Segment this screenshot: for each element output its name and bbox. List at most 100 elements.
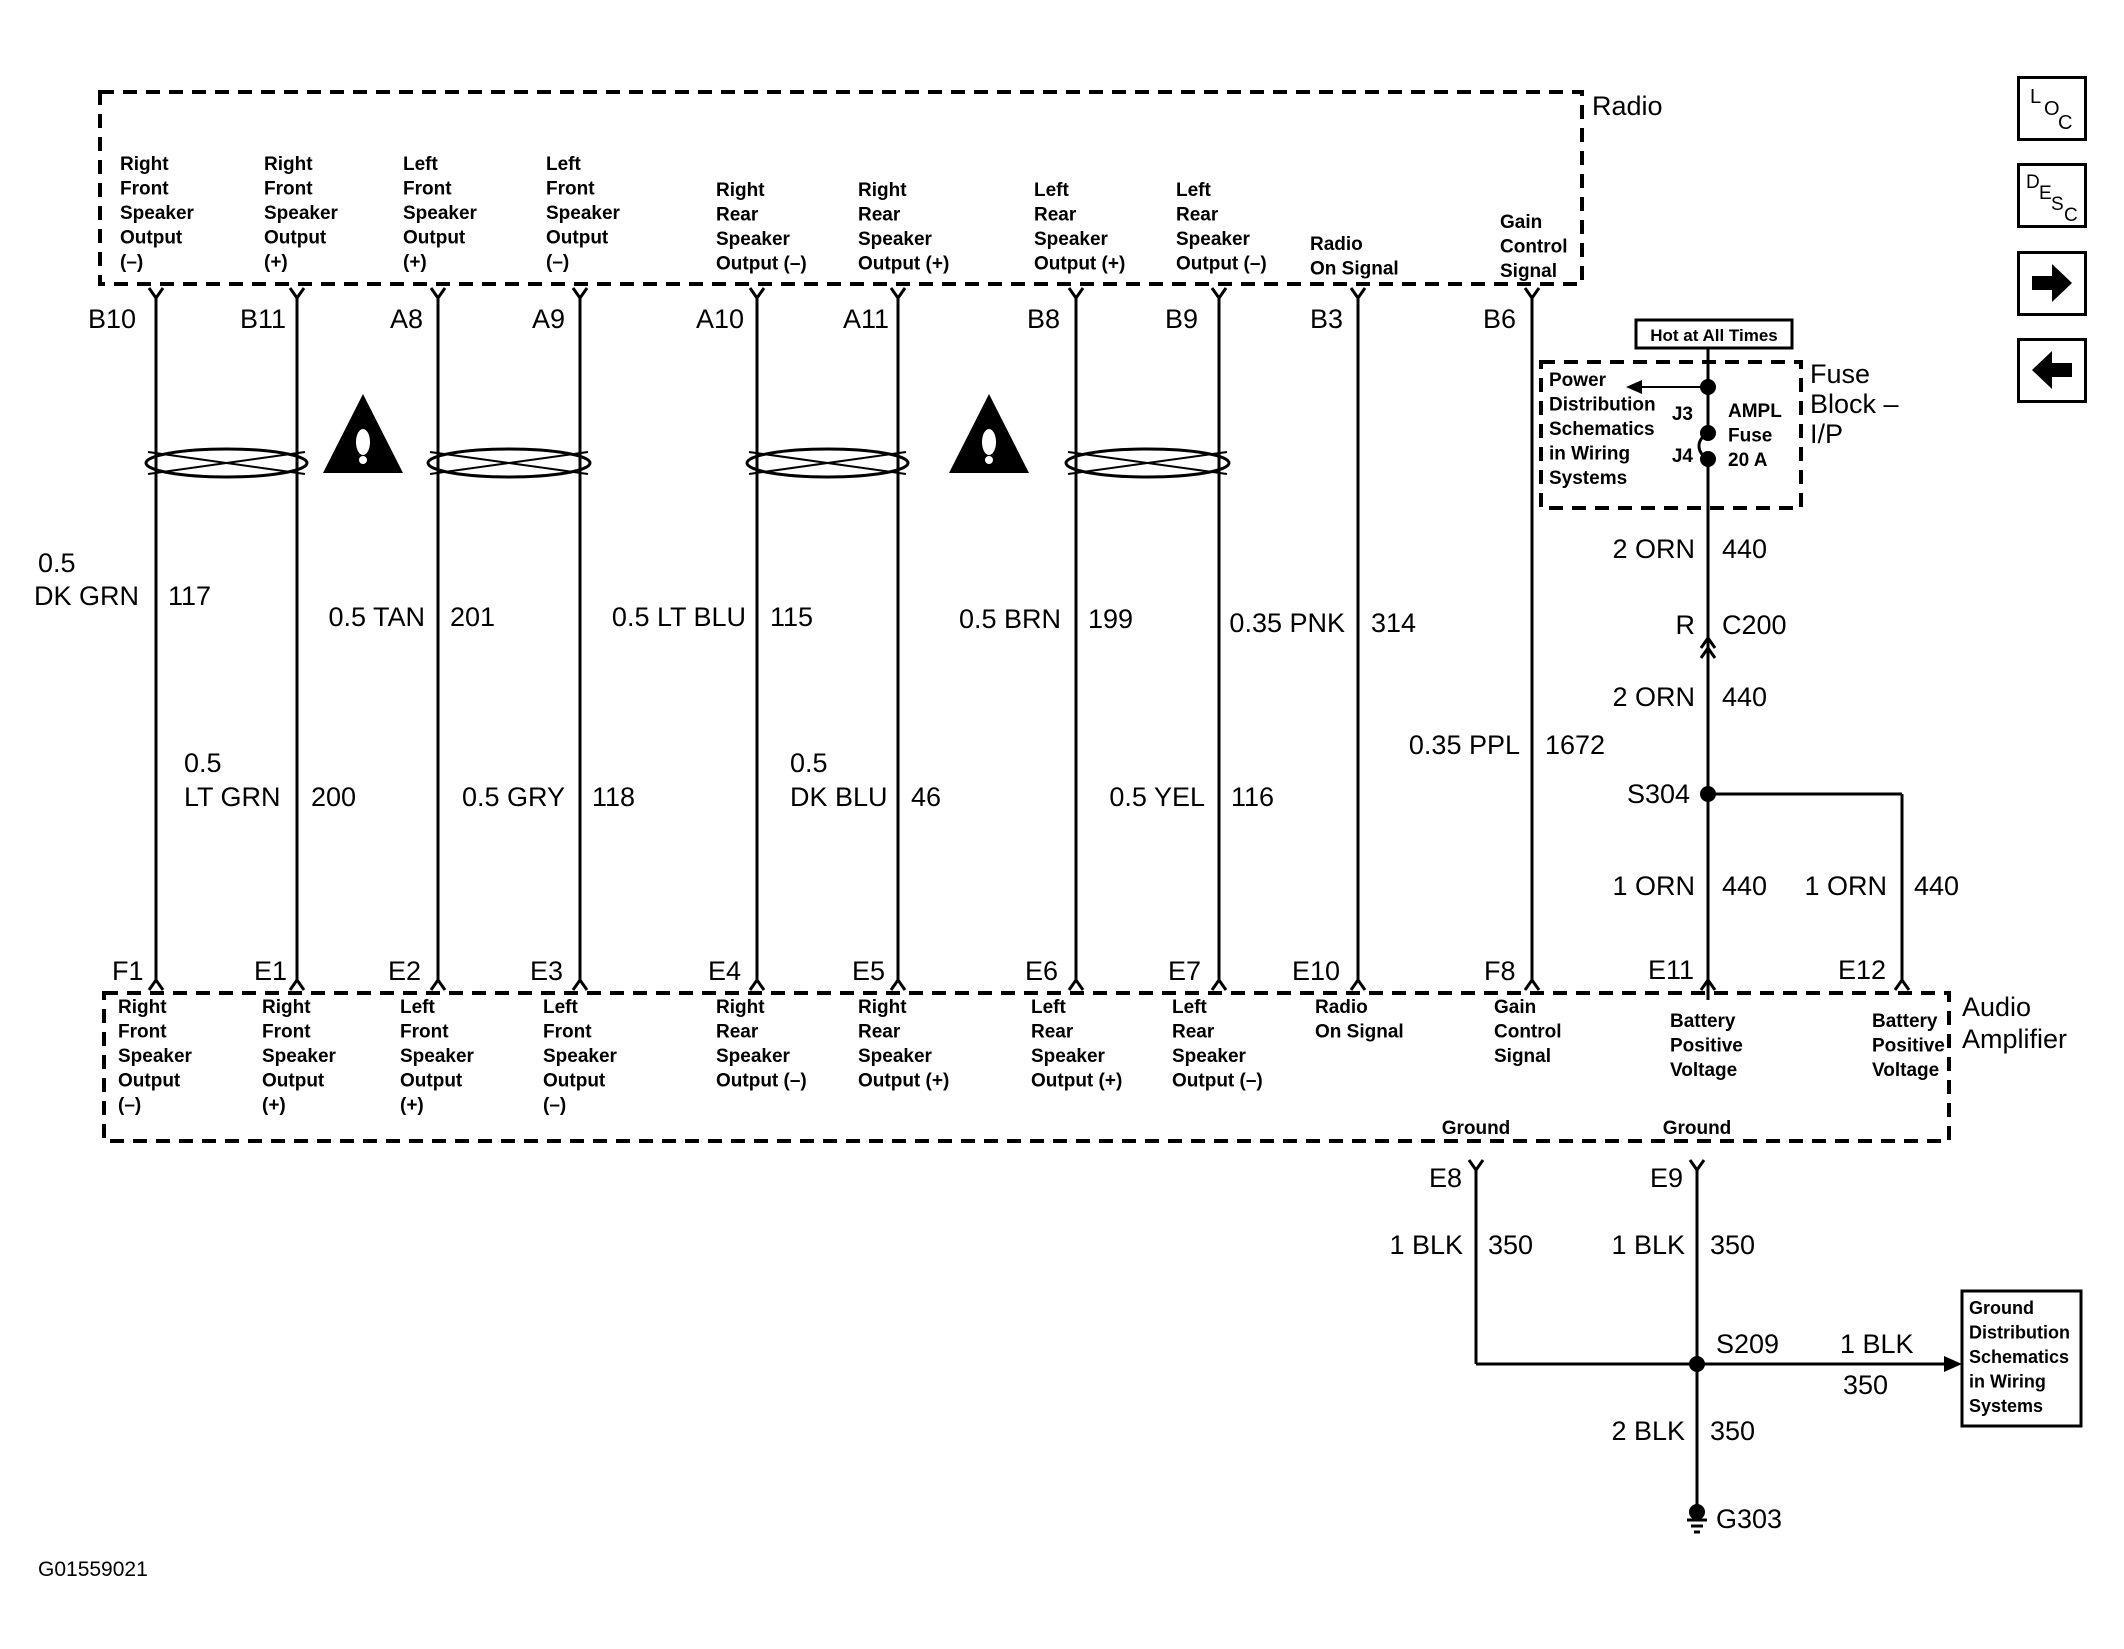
wire-gauge-color: 0.35 PPL <box>1409 730 1520 760</box>
radio-pin-desc: Right <box>120 154 169 175</box>
splice-s209: S209 <box>1716 1329 1779 1359</box>
connector-symbol <box>1893 977 1911 991</box>
wire-circuit: 314 <box>1371 608 1416 638</box>
radio-pin-desc: Control <box>1500 237 1568 258</box>
amp-pin-desc: Output (+) <box>858 1071 949 1092</box>
amp-pin-desc: Positive <box>1670 1036 1743 1057</box>
connector-symbol <box>889 977 907 991</box>
amp-pin-desc: Output <box>262 1071 325 1092</box>
amp-pin-desc: Left <box>543 997 579 1018</box>
amp-pin-label: E6 <box>1025 956 1058 986</box>
radio-pin-desc: Speaker <box>120 203 195 224</box>
loc-o: O <box>2044 98 2060 120</box>
radio-pin-desc: Output <box>264 228 327 249</box>
radio-pin-desc: Speaker <box>858 229 933 250</box>
amp-pin-desc: Right <box>118 997 167 1018</box>
ground-ref-text: in Wiring <box>1969 1372 2046 1392</box>
connector-symbol <box>429 287 447 301</box>
connector-symbol <box>1349 977 1367 991</box>
power-ref-text: Systems <box>1549 468 1627 489</box>
wire-circuit: 1672 <box>1545 730 1605 760</box>
radio-pin-desc: Speaker <box>1176 229 1251 250</box>
ground-wire-gauge: 2 BLK <box>1611 1416 1685 1446</box>
amp-pin-desc: Front <box>400 1022 449 1043</box>
radio-pin-label: B11 <box>240 304 286 334</box>
power-wire-circuit: 440 <box>1722 534 1767 564</box>
amp-pin-desc: Positive <box>1872 1036 1945 1057</box>
radio-pin-desc: Speaker <box>546 203 621 224</box>
ground-wire-gauge: 1 BLK <box>1389 1230 1463 1260</box>
radio-pin-desc: Signal <box>1500 261 1557 282</box>
fuse-block-title: Fuse <box>1810 359 1870 389</box>
radio-pin-desc: Right <box>858 180 907 201</box>
radio-pin-desc: Output <box>546 228 609 249</box>
amp-pin-desc: Right <box>858 997 907 1018</box>
radio-pin-desc: Left <box>403 154 439 175</box>
amp-pin-desc: Signal <box>1494 1046 1551 1067</box>
amp-pin-desc: Rear <box>1172 1022 1215 1043</box>
amp-pin-desc: (–) <box>543 1095 566 1116</box>
radio-pin-desc: Right <box>264 154 313 175</box>
radio-pin-desc: (+) <box>403 252 427 273</box>
amp-pin-label: F1 <box>112 956 144 986</box>
desc-button[interactable]: D E S C <box>2017 163 2087 228</box>
radio-pin-desc: Rear <box>1176 205 1219 226</box>
amp-pin-desc: Voltage <box>1872 1060 1939 1081</box>
wire-gauge-color: 0.5 GRY <box>462 782 565 812</box>
amplifier-title: Amplifier <box>1962 1024 2067 1054</box>
amp-pin-desc: On Signal <box>1315 1022 1404 1043</box>
fuse-label: Fuse <box>1728 426 1772 447</box>
amp-pin-desc: Speaker <box>118 1046 193 1067</box>
ground-ref-arrow <box>1944 1356 1962 1372</box>
twist-cross <box>1067 451 1228 475</box>
amp-pin-desc: (+) <box>400 1095 424 1116</box>
connector-symbol <box>1467 1159 1485 1173</box>
twist-ellipse <box>1064 447 1231 479</box>
radio-pin-desc: Speaker <box>1034 229 1109 250</box>
amp-pin-desc: Output (–) <box>716 1071 807 1092</box>
right-arrow-icon <box>2032 264 2072 302</box>
amp-ground-desc: Ground <box>1442 1118 1511 1139</box>
wire-circuit: 200 <box>311 782 356 812</box>
amp-ground-pin: E8 <box>1429 1163 1462 1193</box>
twisted-pairs <box>144 447 1231 479</box>
hot-label-box <box>1634 318 1794 350</box>
fuse-label: AMPL <box>1728 401 1782 422</box>
amp-pin-desc: Front <box>262 1022 311 1043</box>
power-wire-circuit: 440 <box>1722 682 1767 712</box>
amp-pin-label: E2 <box>388 956 421 986</box>
left-arrow-icon <box>2032 351 2072 389</box>
connector-symbol <box>288 287 306 301</box>
desc-d: D <box>2026 172 2040 193</box>
radio-pin-desc: Output (–) <box>716 254 807 275</box>
connector-symbol <box>748 287 766 301</box>
wire-circuit: 117 <box>168 581 211 611</box>
ground-point-label: G303 <box>1716 1504 1782 1534</box>
splice-dot <box>1700 425 1716 441</box>
radio-pin-desc: Left <box>546 154 582 175</box>
next-button[interactable] <box>2017 251 2087 316</box>
connector-symbol <box>147 287 165 301</box>
wire-circuit: 116 <box>1231 782 1274 812</box>
amp-pin-label: E4 <box>708 956 741 986</box>
amp-pin-desc: Speaker <box>858 1046 933 1067</box>
radio-pin-label: B3 <box>1310 304 1343 334</box>
power-wire-gauge: 2 ORN <box>1612 534 1695 564</box>
connector-symbol <box>1067 977 1085 991</box>
connector-symbol <box>1210 287 1228 301</box>
loc-button[interactable]: L O C <box>2017 76 2087 141</box>
radio-pin-desc: Speaker <box>264 203 339 224</box>
connector-symbol <box>1067 287 1085 301</box>
connector-symbol <box>147 977 165 991</box>
prev-button[interactable] <box>2017 338 2087 403</box>
amp-pin-desc: Battery <box>1670 1011 1736 1032</box>
radio-pin-label: B10 <box>88 304 136 334</box>
ground-ref-gauge: 1 BLK <box>1840 1329 1914 1359</box>
connector-symbol <box>1210 977 1228 991</box>
connector-symbol <box>1523 977 1541 991</box>
radio-pin-desc: Output (+) <box>858 254 949 275</box>
connector-symbol <box>288 977 306 991</box>
power-ref-text: in Wiring <box>1549 444 1630 465</box>
